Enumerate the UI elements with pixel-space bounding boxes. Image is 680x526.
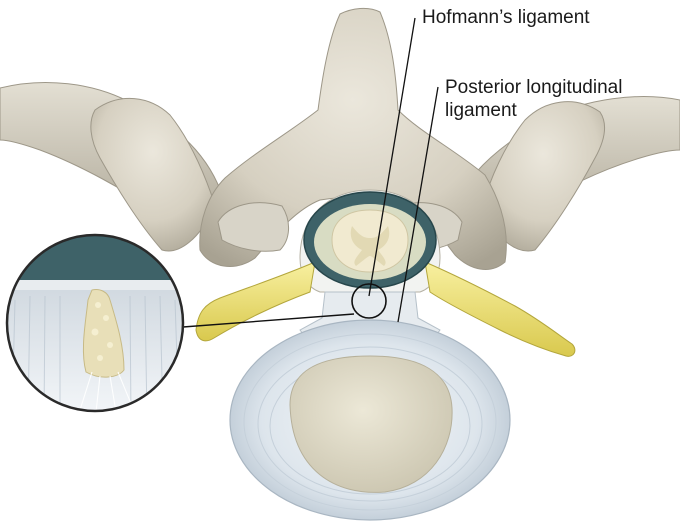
hofmann-ligament-magnified (82, 289, 125, 378)
posterior-label-line1: Posterior longitudinal (445, 77, 623, 98)
posterior-leader-line (397, 86, 439, 323)
annulus-ring-1 (243, 333, 497, 511)
gray-matter (350, 226, 390, 266)
posterior-label-line2: ligament (445, 100, 517, 121)
posterior-longitudinal-ligament-label: Posterior longitudinal ligament (445, 76, 622, 122)
highlight-circle (351, 283, 387, 319)
left-nerve-root (195, 261, 316, 342)
left-articular-mass (90, 98, 216, 252)
hofmann-leader-line (368, 17, 416, 297)
nucleus-pulposus (289, 355, 453, 493)
hofmann-ligament-label: Hofmann’s ligament (422, 7, 590, 28)
right-nerve-root (424, 261, 576, 357)
annulus-ring-2 (257, 346, 483, 502)
magnified-inset (5, 233, 185, 413)
inset-leader-line (182, 313, 355, 328)
left-facet (217, 202, 289, 252)
